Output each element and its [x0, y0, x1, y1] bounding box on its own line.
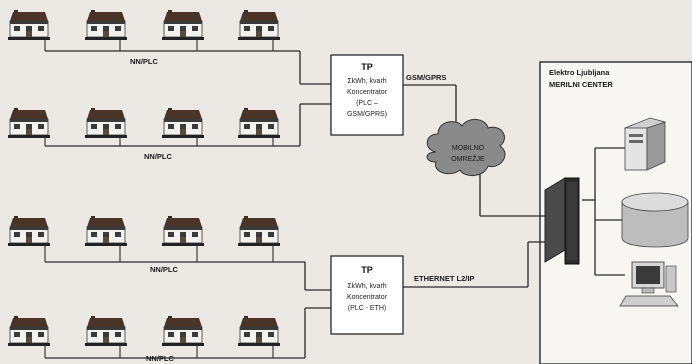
- house-icon: [237, 315, 281, 347]
- house-icon: [161, 107, 205, 139]
- tp-concentrator-gsm: TP ΣkWh, kvarh Koncentrator (PLC – GSM/G…: [330, 54, 404, 136]
- nn-plc-label-3: NN/PLC: [150, 265, 179, 274]
- house-icon: [7, 215, 51, 247]
- house-icon: [7, 315, 51, 347]
- tp-line: Koncentrator: [347, 89, 388, 96]
- tp-line: GSM/GPRS): [347, 111, 387, 118]
- meter-center-title: MERILNI CENTER: [549, 80, 613, 89]
- uplink-wiring: [403, 84, 625, 288]
- house-icon: [84, 9, 128, 41]
- house-icon: [237, 9, 281, 41]
- database-icon: [621, 192, 689, 248]
- tp-line: (PLC –: [356, 100, 378, 107]
- house-icon: [84, 215, 128, 247]
- meter-center-name: Elektro Ljubljana: [549, 68, 610, 77]
- house-icon: [237, 215, 281, 247]
- house-icon: [84, 315, 128, 347]
- nn-plc-label-2: NN/PLC: [144, 152, 173, 161]
- house-icon: [237, 107, 281, 139]
- cloud-label-2: OMREŽJE: [451, 154, 485, 163]
- workstation-icon: [619, 261, 679, 307]
- cloud-label-1: MOBILNO: [452, 145, 485, 152]
- server-icon: [623, 117, 667, 171]
- ethernet-label: ETHERNET L2/IP: [414, 274, 474, 283]
- house-icon: [161, 315, 205, 347]
- tp-line: Koncentrator: [347, 294, 388, 301]
- house-icon: [7, 107, 51, 139]
- plc-wiring: [44, 37, 331, 359]
- tp-line: ΣkWh, kvarh: [347, 283, 386, 290]
- tp-line: (PLC - ETH): [348, 305, 387, 312]
- cloud-icon: MOBILNO OMREŽJE: [426, 119, 506, 176]
- tp-line: ΣkWh, kvarh: [347, 78, 386, 85]
- gsm-gprs-label: GSM/GPRS: [406, 73, 446, 82]
- house-icon: [84, 107, 128, 139]
- house-group-1: [7, 9, 281, 41]
- nn-plc-label-4: NN/PLC: [146, 354, 175, 363]
- tp-title: TP: [361, 265, 373, 275]
- house-group-4: [7, 315, 281, 347]
- house-icon: [161, 9, 205, 41]
- house-icon: [7, 9, 51, 41]
- tp-concentrator-eth: TP ΣkWh, kvarh Koncentrator (PLC - ETH): [330, 255, 404, 335]
- nn-plc-label-1: NN/PLC: [130, 57, 159, 66]
- house-icon: [161, 215, 205, 247]
- house-group-3: [7, 215, 281, 247]
- house-group-2: [7, 107, 281, 139]
- network-switch-icon: [544, 177, 580, 265]
- tp-title: TP: [361, 62, 373, 72]
